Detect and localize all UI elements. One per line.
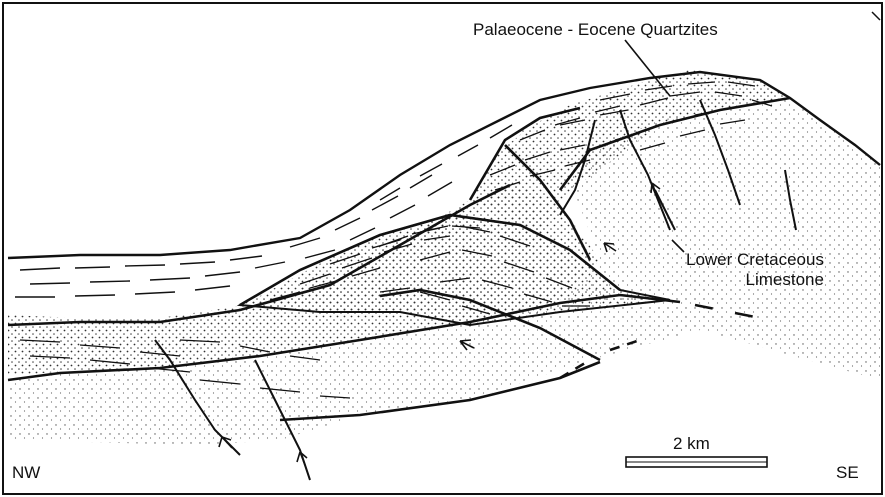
- nw-direction-label: NW: [12, 463, 40, 483]
- palaeocene-eocene-label: Palaeocene - Eocene Quartzites: [473, 20, 718, 40]
- lower-cretaceous-line1: Lower Cretaceous: [686, 250, 824, 270]
- se-direction-label: SE: [836, 463, 859, 483]
- lower-cretaceous-label: Lower Cretaceous Limestone: [686, 250, 824, 289]
- scale-bar-label: 2 km: [673, 434, 710, 454]
- lower-cretaceous-line2: Limestone: [686, 270, 824, 290]
- corner-mark: [872, 12, 880, 20]
